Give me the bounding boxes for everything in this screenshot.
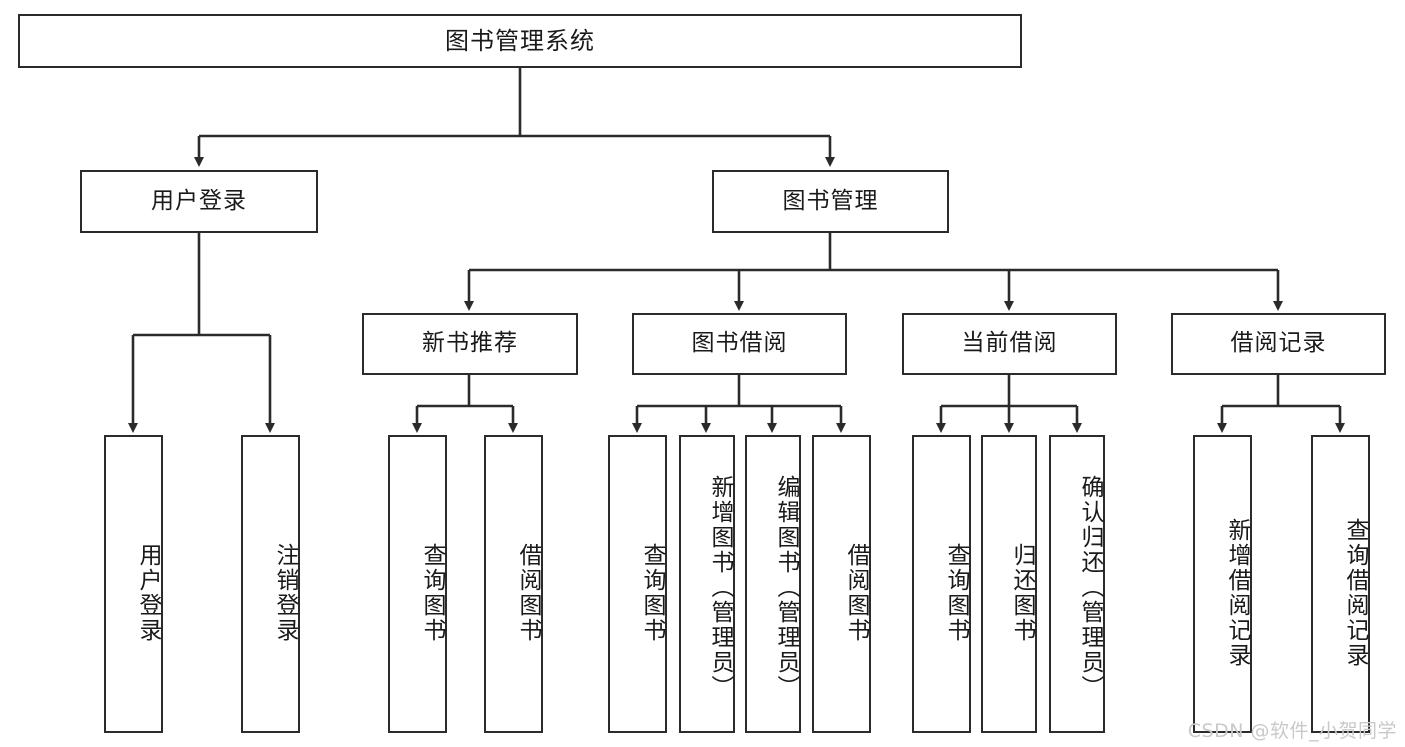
leaf-new-book-borrow-book[interactable]: 借阅图书 bbox=[484, 435, 543, 733]
leaf-current-borrow-query-book[interactable]: 查询图书 bbox=[912, 435, 971, 733]
leaf-user-login-logout[interactable]: 注销登录 bbox=[241, 435, 300, 733]
leaf-current-borrow-return-book[interactable]: 归还图书 bbox=[981, 435, 1037, 733]
leaf-current-borrow-confirm-return-admin[interactable]: 确认归还（管理员） bbox=[1049, 435, 1105, 733]
leaf-new-book-query-book[interactable]: 查询图书 bbox=[388, 435, 447, 733]
leaf-borrow-record-add-record[interactable]: 新增借阅记录 bbox=[1193, 435, 1252, 733]
node-borrow-record[interactable]: 借阅记录 bbox=[1171, 313, 1386, 375]
csdn-watermark: CSDN @软件_小贺同学 bbox=[1187, 720, 1397, 742]
leaf-book-borrow-add-book-admin[interactable]: 新增图书（管理员） bbox=[679, 435, 735, 733]
node-new-book-recommend[interactable]: 新书推荐 bbox=[362, 313, 578, 375]
node-current-borrow[interactable]: 当前借阅 bbox=[902, 313, 1117, 375]
leaf-book-borrow-borrow-book[interactable]: 借阅图书 bbox=[812, 435, 871, 733]
node-user-login[interactable]: 用户登录 bbox=[80, 170, 318, 233]
leaf-book-borrow-query-book[interactable]: 查询图书 bbox=[608, 435, 667, 733]
node-book-management[interactable]: 图书管理 bbox=[712, 170, 949, 233]
leaf-user-login-login[interactable]: 用户登录 bbox=[104, 435, 163, 733]
leaf-book-borrow-edit-book-admin[interactable]: 编辑图书（管理员） bbox=[745, 435, 801, 733]
leaf-borrow-record-query-record[interactable]: 查询借阅记录 bbox=[1311, 435, 1370, 733]
node-book-borrow[interactable]: 图书借阅 bbox=[632, 313, 847, 375]
node-root-system[interactable]: 图书管理系统 bbox=[18, 14, 1022, 68]
